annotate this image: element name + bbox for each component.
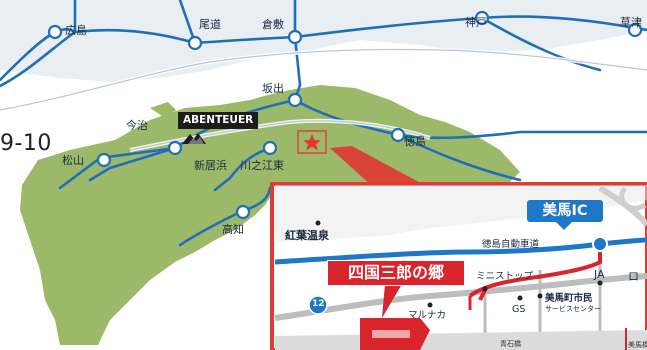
station-tokushima: [390, 127, 406, 143]
page-code: 9-10: [0, 131, 52, 156]
label-bridge-east: 美馬橋: [628, 341, 647, 349]
label-imabari: 今治: [126, 119, 148, 132]
location-box: [297, 130, 327, 154]
venue-pointer: [382, 284, 402, 318]
label-niihama: 新居浜: [194, 159, 227, 172]
shikoku-island: [20, 85, 520, 345]
label-expressway: 徳島自動車道: [482, 239, 540, 250]
ic-pointer: [556, 222, 572, 230]
label-kobe: 神戸: [465, 16, 487, 29]
cityhall-dot: [537, 293, 543, 299]
callout-wedge: [330, 146, 426, 186]
label-matsuyama: 松山: [62, 154, 84, 167]
station-onomichi: [187, 35, 203, 51]
label-bridge: 青石橋: [500, 340, 521, 348]
station-kawanoe: [262, 140, 278, 156]
ja-dot: [597, 280, 603, 286]
honshu-land: [0, 0, 647, 82]
label-onsen: 紅葉温泉: [285, 229, 329, 242]
label-kusatsu: 草津: [620, 16, 642, 29]
onsen-dot: [315, 220, 321, 226]
label-sakaide: 坂出: [262, 82, 284, 95]
label-city-hall: 美馬町市民: [545, 293, 593, 304]
station-imabari: [167, 140, 183, 156]
station-kobe: [474, 10, 490, 26]
island-shape: [150, 102, 176, 118]
label-marunaka: マルナカ: [408, 310, 447, 321]
label-service-center: サービスセンター: [545, 305, 601, 313]
station-kurashiki: [287, 29, 303, 45]
ministop-dot: [482, 286, 488, 292]
marunaka-dot: [427, 302, 433, 308]
gs-dot: [517, 295, 523, 301]
label-tokushima: 徳島: [404, 135, 426, 148]
station-kusatsu: [627, 22, 643, 38]
label-ministop: ミニストップ: [476, 271, 534, 282]
label-kawanoe: 川之江東: [240, 159, 284, 172]
label-hiroshima: 広島: [65, 24, 87, 37]
label-kochi: 高知: [222, 223, 244, 236]
label-onomichi: 尾道: [199, 18, 221, 31]
station-markers: [47, 10, 643, 220]
ic-marker: [592, 236, 608, 252]
route12-marker: [308, 295, 328, 315]
abenteuer-label: ABENTEUER: [178, 112, 259, 129]
label-gs: GS: [512, 304, 526, 315]
label-kurashiki: 倉敷: [262, 18, 284, 31]
venue-badge: 四国三郎の郷: [327, 260, 465, 286]
label-ja: JA: [594, 268, 605, 281]
station-sakaide: [287, 92, 303, 108]
mountain-icon: [182, 133, 206, 144]
location-star-icon: [303, 134, 321, 151]
label-lawson: ロ: [628, 270, 639, 283]
station-hiroshima: [47, 24, 63, 40]
ic-badge: 美馬IC: [527, 200, 603, 222]
route12-label: 12: [312, 299, 325, 309]
station-kochi: [235, 204, 251, 220]
station-matsuyama: [96, 152, 112, 168]
